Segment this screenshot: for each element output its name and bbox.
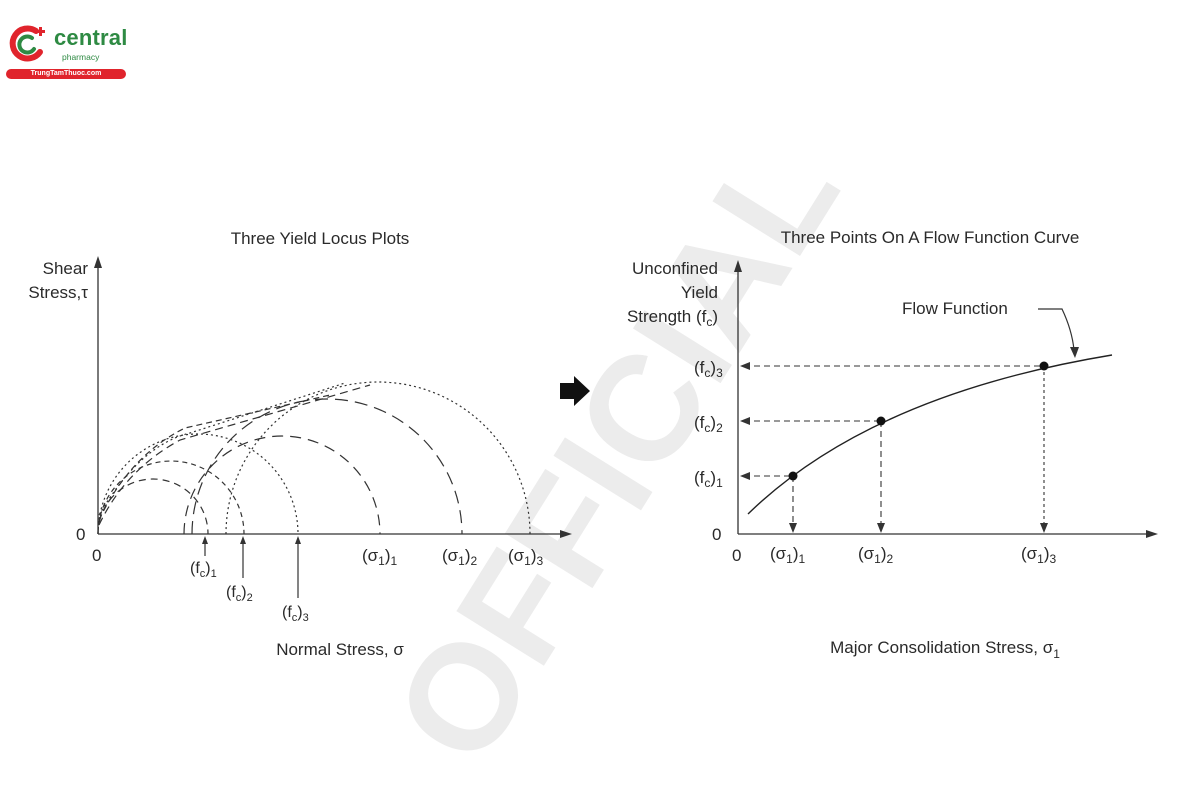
flow-function-leader-arrow-icon xyxy=(1070,347,1079,358)
guide-h-fc2-arrow-icon xyxy=(740,417,750,425)
left-title: Three Yield Locus Plots xyxy=(231,229,410,248)
left-x-axis-arrow-icon xyxy=(560,530,572,538)
right-sigma1-2-tick: (σ1)2 xyxy=(858,544,894,566)
guide-h-fc1-arrow-icon xyxy=(740,472,750,480)
flow-point-1 xyxy=(788,471,798,481)
guide-v-sigma3-arrow-icon xyxy=(1040,523,1048,533)
left-origin-y: 0 xyxy=(76,525,85,544)
logo-wordmark: central xyxy=(54,25,128,50)
right-x-axis-arrow-icon xyxy=(1146,530,1158,538)
left-sigma1-3-label: (σ1)3 xyxy=(508,546,544,568)
mohr-circle-small-2 xyxy=(97,460,245,535)
right-arrow-icon xyxy=(560,376,590,406)
left-y-axis-arrow-icon xyxy=(94,256,102,268)
left-panel: Three Yield Locus Plots Shear Stress,τ 0… xyxy=(28,229,572,659)
right-origin-y: 0 xyxy=(712,525,721,544)
fc3-pointer-arrow-icon xyxy=(295,536,301,544)
right-sigma1-1-tick: (σ1)1 xyxy=(770,544,806,566)
logo-subtitle: pharmacy xyxy=(62,52,100,62)
mohr-circle-large-1 xyxy=(183,435,381,535)
guide-v-sigma2-arrow-icon xyxy=(877,523,885,533)
right-y-axis-label-line3: Strength (fc) xyxy=(627,307,718,329)
right-title: Three Points On A Flow Function Curve xyxy=(781,228,1080,247)
right-panel: Three Points On A Flow Function Curve Un… xyxy=(627,228,1158,661)
right-y-axis-arrow-icon xyxy=(734,260,742,272)
fc2-pointer-arrow-icon xyxy=(240,536,246,544)
flow-function-curve xyxy=(747,354,1113,515)
left-x-axis-label: Normal Stress, σ xyxy=(276,640,404,659)
guide-h-fc3-arrow-icon xyxy=(740,362,750,370)
left-y-axis-label-line1: Shear xyxy=(43,259,89,278)
yield-locus-3 xyxy=(98,382,346,516)
right-x-axis-label: Major Consolidation Stress, σ1 xyxy=(830,638,1060,661)
flow-function-leader xyxy=(1038,308,1075,351)
left-sigma1-2-label: (σ1)2 xyxy=(442,546,478,568)
right-fc3-tick: (fc)3 xyxy=(694,358,723,380)
yield-locus-1 xyxy=(98,394,331,521)
left-fc1-label: (fc)1 xyxy=(190,560,217,580)
mohr-circle-small-3 xyxy=(97,433,299,535)
mohr-circle-large-2 xyxy=(191,398,463,535)
left-fc3-label: (fc)3 xyxy=(282,604,309,624)
right-fc1-tick: (fc)1 xyxy=(694,468,723,490)
left-y-axis-label-line2: Stress,τ xyxy=(28,283,88,302)
right-fc2-tick: (fc)2 xyxy=(694,413,723,435)
watermark: OFFICIAL xyxy=(361,115,870,791)
right-sigma1-3-tick: (σ1)3 xyxy=(1021,544,1057,566)
logo-site-bar: TrungTamThuoc.com xyxy=(6,69,126,79)
fc1-pointer-arrow-icon xyxy=(202,536,208,544)
left-fc2-label: (fc)2 xyxy=(226,584,253,604)
flow-point-2 xyxy=(876,416,886,426)
flow-function-label: Flow Function xyxy=(902,299,1008,318)
right-y-axis-label-line2: Yield xyxy=(681,283,718,302)
mohr-circle-small-1 xyxy=(97,478,209,535)
yield-locus-2 xyxy=(98,384,371,526)
left-origin-x: 0 xyxy=(92,546,101,565)
right-origin-x: 0 xyxy=(732,546,741,565)
left-sigma1-1-label: (σ1)1 xyxy=(362,546,398,568)
flow-point-3 xyxy=(1039,361,1049,371)
right-y-axis-label-line1: Unconfined xyxy=(632,259,718,278)
pharmacy-logo-icon xyxy=(9,25,45,62)
guide-v-sigma1-arrow-icon xyxy=(789,523,797,533)
brand-logo: central pharmacy TrungTamThuoc.com xyxy=(6,22,130,82)
